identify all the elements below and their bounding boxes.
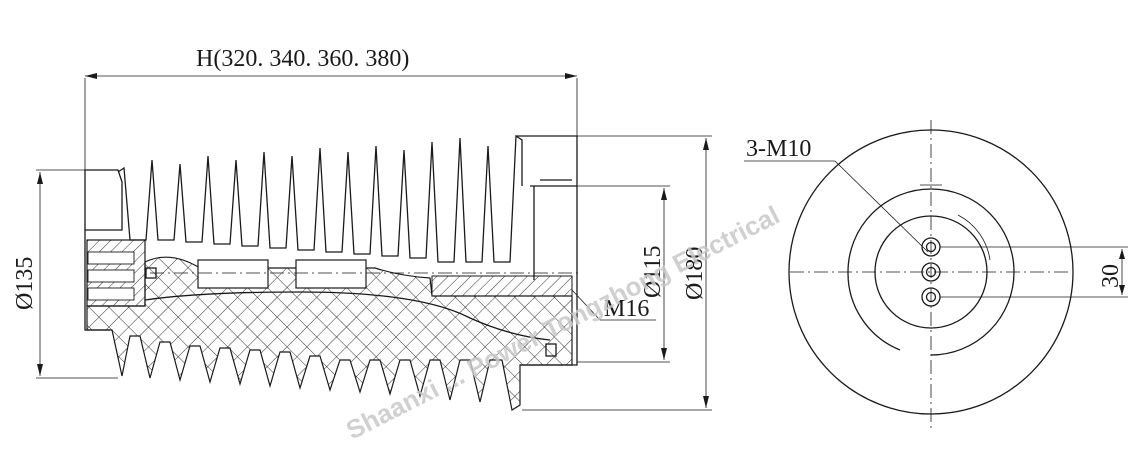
dia-inner-dimension: Ø115 — [577, 185, 670, 363]
end-view: 3-M10 30 — [744, 120, 1128, 430]
dia-flange-dimension: Ø135 — [12, 169, 118, 379]
dia-outer-dimension: Ø180 — [522, 135, 712, 411]
thread-callout: M16 — [571, 289, 656, 322]
length-dimension: H(320. 340. 360. 380) — [84, 46, 578, 300]
bolt-spacing-label: 30 — [1098, 264, 1124, 288]
side-view: H(320. 340. 360. 380) — [12, 46, 712, 411]
length-label: H(320. 340. 360. 380) — [196, 46, 409, 72]
end-cap — [431, 135, 578, 366]
thread-label: M16 — [604, 296, 649, 322]
dia-inner-label: Ø115 — [640, 246, 666, 298]
section-body — [86, 256, 580, 411]
bolts-callout: 3-M10 — [744, 136, 929, 253]
dia-flange-label: Ø135 — [12, 257, 38, 310]
bolt-spacing-dimension: 30 — [940, 246, 1128, 298]
dia-outer-label: Ø180 — [682, 247, 708, 300]
upper-sheds — [117, 134, 523, 263]
bolts-label: 3-M10 — [746, 136, 811, 162]
